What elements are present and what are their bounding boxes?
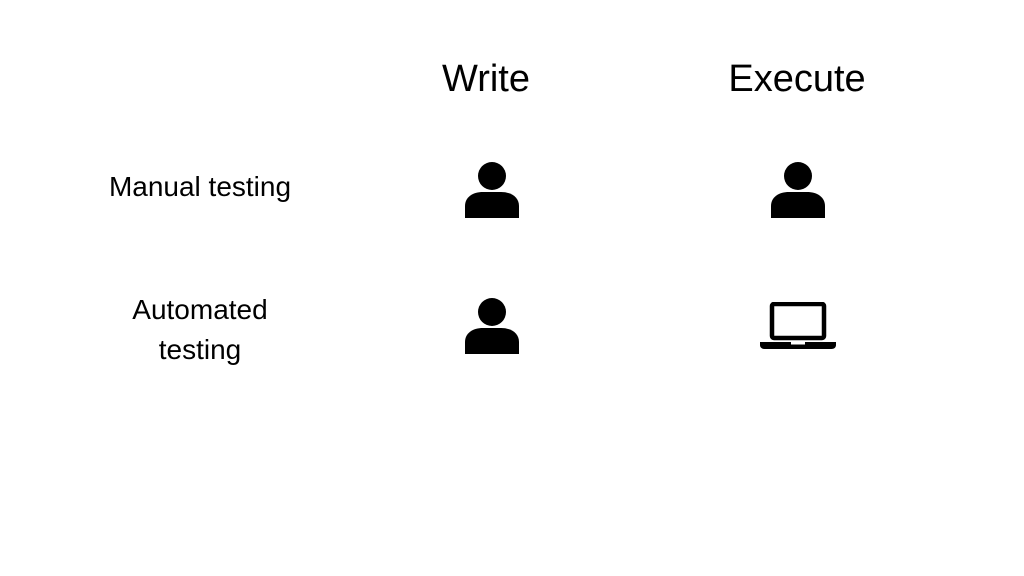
person-icon (465, 298, 519, 354)
person-icon (771, 162, 825, 218)
row-label-automated-testing: Automated testing (132, 294, 268, 365)
person-icon (465, 162, 519, 218)
column-header-write: Write (442, 58, 530, 100)
column-header-execute: Execute (728, 58, 866, 100)
laptop-icon (760, 302, 836, 350)
row-label-manual-testing: Manual testing (108, 171, 292, 202)
